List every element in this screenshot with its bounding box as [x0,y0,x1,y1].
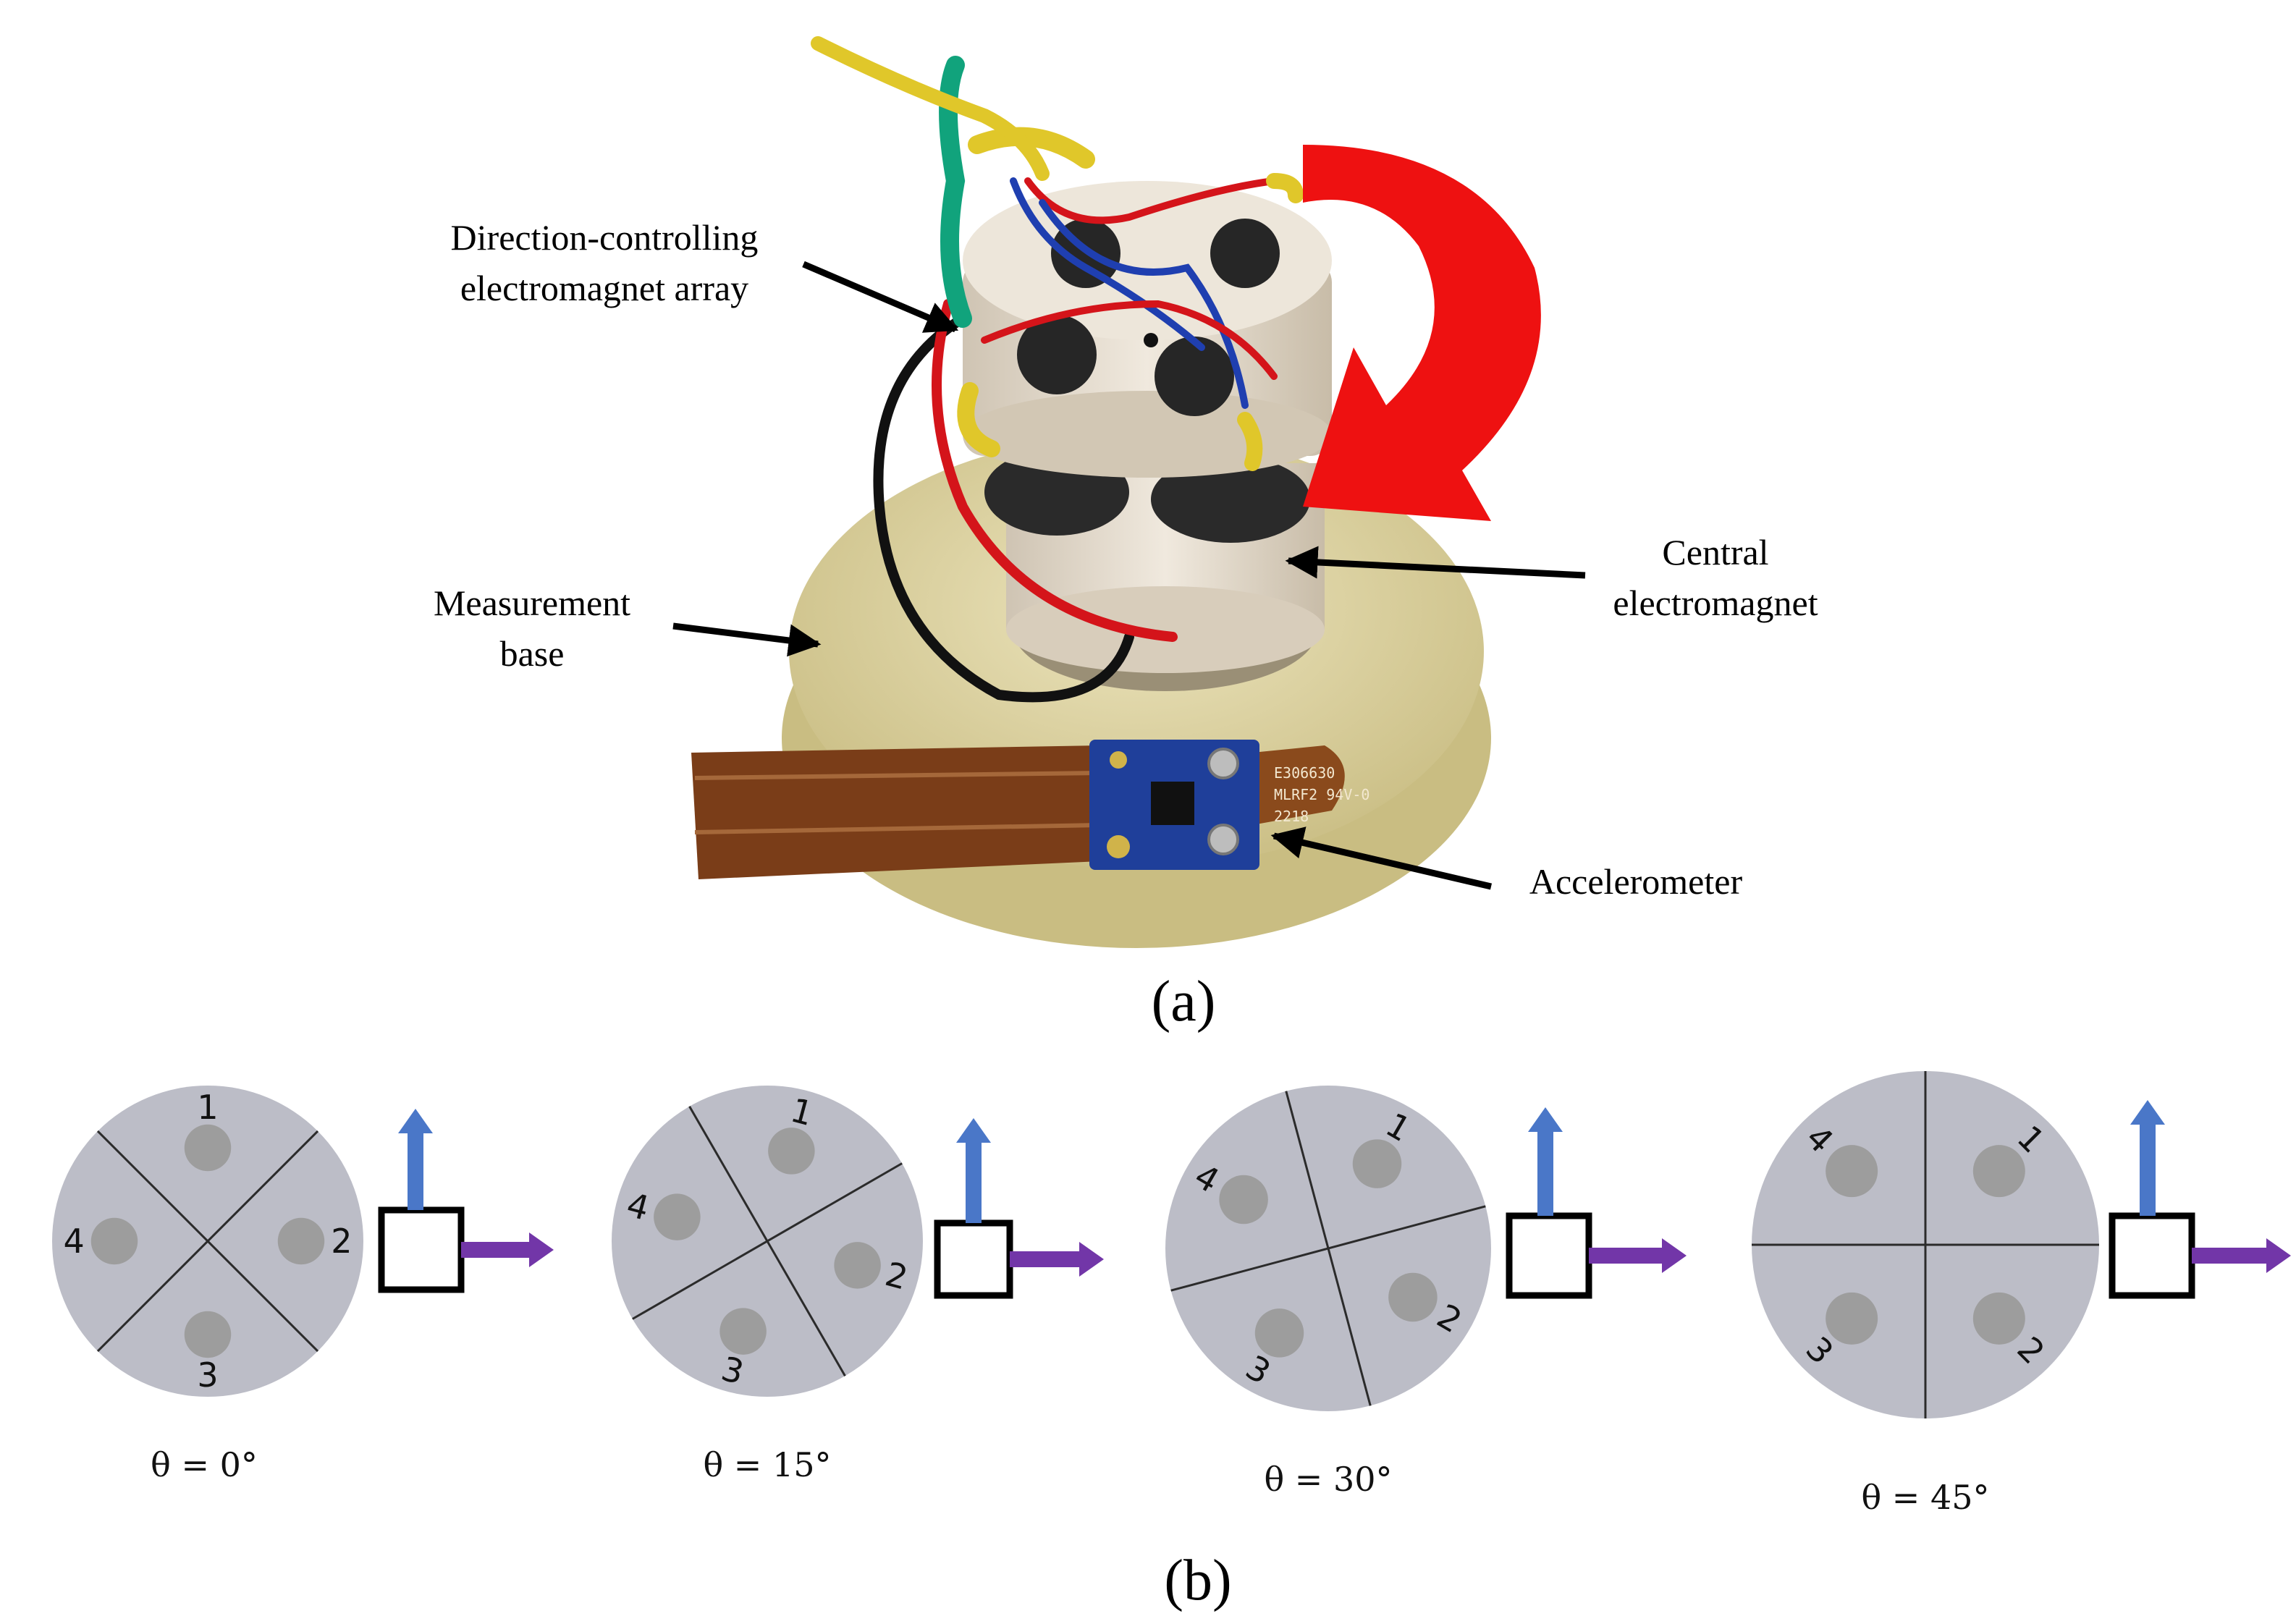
pole-3 [1254,1308,1304,1358]
svg-text:E306630: E306630 [1274,764,1335,782]
measurement-base-pointer [672,622,822,657]
pole-1 [768,1128,815,1175]
pole-3 [184,1311,232,1358]
pole-number-4: 4 [63,1222,84,1261]
accelerometer-label: Accelerometer [1529,861,1743,902]
right-arrow-icon [1079,1242,1104,1277]
right-arrow-shaft [1010,1251,1082,1267]
sensor-box [1506,1212,1592,1299]
pole-2 [1388,1272,1438,1322]
right-arrow-icon [1662,1238,1687,1273]
direction-array-pointer [802,261,959,333]
pole-1 [184,1124,232,1172]
theta-label: θ = 0° [151,1445,258,1484]
theta-label: θ = 15° [703,1445,831,1484]
right-arrow-shaft [1589,1248,1665,1264]
right-arrow-icon [2266,1238,2291,1273]
pole-4 [654,1193,701,1240]
svg-text:2218: 2218 [1274,808,1309,825]
up-arrow-shaft [1537,1129,1553,1216]
pole-1 [1352,1139,1402,1188]
up-arrow-shaft [408,1130,423,1210]
theta-label: θ = 30° [1264,1460,1392,1499]
up-arrow-icon [1528,1107,1563,1132]
rotation-arrow [1303,145,1541,521]
svg-text:MLRF2 94V-0: MLRF2 94V-0 [1274,786,1369,803]
divider-line [632,1162,903,1320]
pole-2 [1972,1292,2025,1345]
caption-b: (b) [1164,1549,1231,1612]
central-electromagnet-pointer [1285,546,1586,579]
accelerometer-pointer [1270,826,1493,890]
direction-array-label-2: electromagnet array [460,268,748,308]
pole-3 [719,1308,767,1355]
measurement-base-label-2: base [500,633,565,674]
up-arrow-icon [398,1109,433,1133]
wires [811,36,1304,703]
pole-2 [277,1217,325,1265]
orientation-diagram: 1 2 3 4 θ = 0° [52,1086,554,1484]
pole-4 [1219,1175,1268,1225]
direction-array-label-1: Direction-controlling [451,217,759,258]
divider-line [1170,1205,1486,1292]
up-arrow-shaft [966,1140,982,1223]
up-arrow-icon [956,1118,991,1143]
up-arrow-shaft [2140,1122,2156,1216]
divider-line [96,1130,319,1353]
flex-cable [691,745,1100,879]
right-arrow-shaft [461,1242,532,1258]
pole-number-2: 2 [331,1222,352,1261]
pole-4 [90,1217,138,1265]
pole-2 [834,1242,881,1289]
measurement-base-label-1: Measurement [434,583,630,623]
caption-a: (a) [1152,970,1216,1033]
pole-4 [1826,1145,1878,1198]
pole-1 [1972,1145,2025,1198]
right-arrow-shaft [2192,1248,2269,1264]
device-photo: E306630 MLRF2 94V-0 2218 [691,36,1541,948]
accelerometer-board: E306630 MLRF2 94V-0 2218 [1089,740,1369,870]
right-arrow-icon [529,1232,554,1267]
central-electromagnet-label-2: electromagnet [1613,583,1818,623]
pole-number-1: 1 [197,1088,218,1127]
pole-number-3: 3 [197,1356,218,1395]
central-electromagnet-label-1: Central [1662,532,1768,572]
sensor-box [934,1219,1013,1299]
pole-3 [1826,1292,1878,1345]
up-arrow-icon [2130,1100,2165,1125]
sensor-box [378,1206,465,1293]
sensor-box [2109,1212,2195,1299]
theta-label: θ = 45° [1861,1478,1989,1517]
